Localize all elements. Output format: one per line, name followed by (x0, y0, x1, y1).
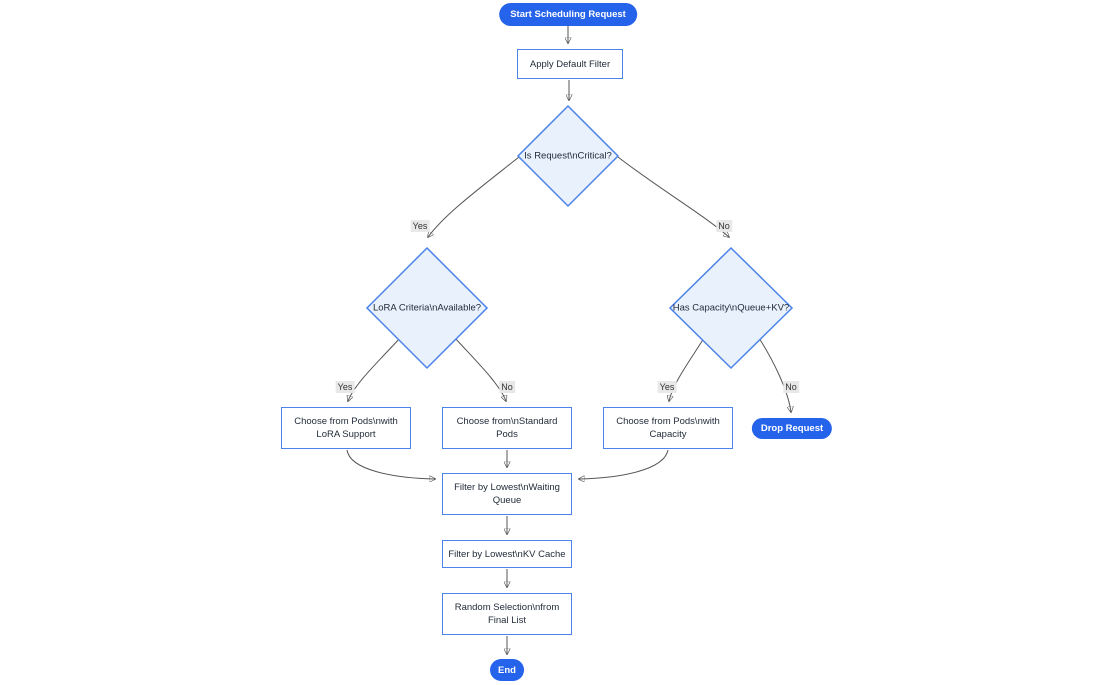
node-is-critical-label: Is Request\nCritical? (524, 150, 612, 162)
node-random-selection: Random Selection\nfrom Final List (442, 593, 572, 635)
node-filter-waiting-queue: Filter by Lowest\nWaiting Queue (442, 473, 572, 515)
node-has-capacity-label: Has Capacity\nQueue+KV? (672, 302, 790, 314)
node-apply-default-filter: Apply Default Filter (517, 49, 623, 79)
node-drop-request: Drop Request (751, 418, 833, 439)
decision-lora-criteria-shape (365, 246, 489, 370)
decision-has-capacity-shape (668, 246, 794, 370)
edge-capacity-yes (669, 337, 705, 401)
edge-capacity-no (758, 337, 791, 412)
node-start: Start Scheduling Request (499, 3, 637, 26)
node-end: End (490, 659, 524, 681)
edge-lora-yes (348, 337, 401, 401)
edge-is-critical-yes (428, 156, 520, 237)
edge-pods-lora-to-filter-waiting (346, 449, 435, 479)
edge-label-critical-no: No (716, 220, 732, 232)
edge-is-critical-no (617, 156, 729, 237)
node-choose-standard-pods: Choose from\nStandard Pods (442, 407, 572, 449)
node-choose-pods-capacity: Choose from Pods\nwith Capacity (603, 407, 733, 449)
edge-pods-capacity-to-filter-waiting (579, 449, 669, 479)
edge-label-capacity-yes: Yes (657, 381, 677, 393)
edge-label-lora-no: No (499, 381, 515, 393)
node-lora-criteria-label: LoRA Criteria\nAvailable? (372, 302, 482, 314)
decision-is-critical-shape (516, 104, 620, 208)
node-filter-kv-cache: Filter by Lowest\nKV Cache (442, 540, 572, 568)
edge-lora-no (454, 337, 506, 401)
edge-label-critical-yes: Yes (410, 220, 430, 232)
edge-label-capacity-no: No (783, 381, 799, 393)
edge-label-lora-yes: Yes (335, 381, 355, 393)
node-choose-pods-lora: Choose from Pods\nwith LoRA Support (281, 407, 411, 449)
